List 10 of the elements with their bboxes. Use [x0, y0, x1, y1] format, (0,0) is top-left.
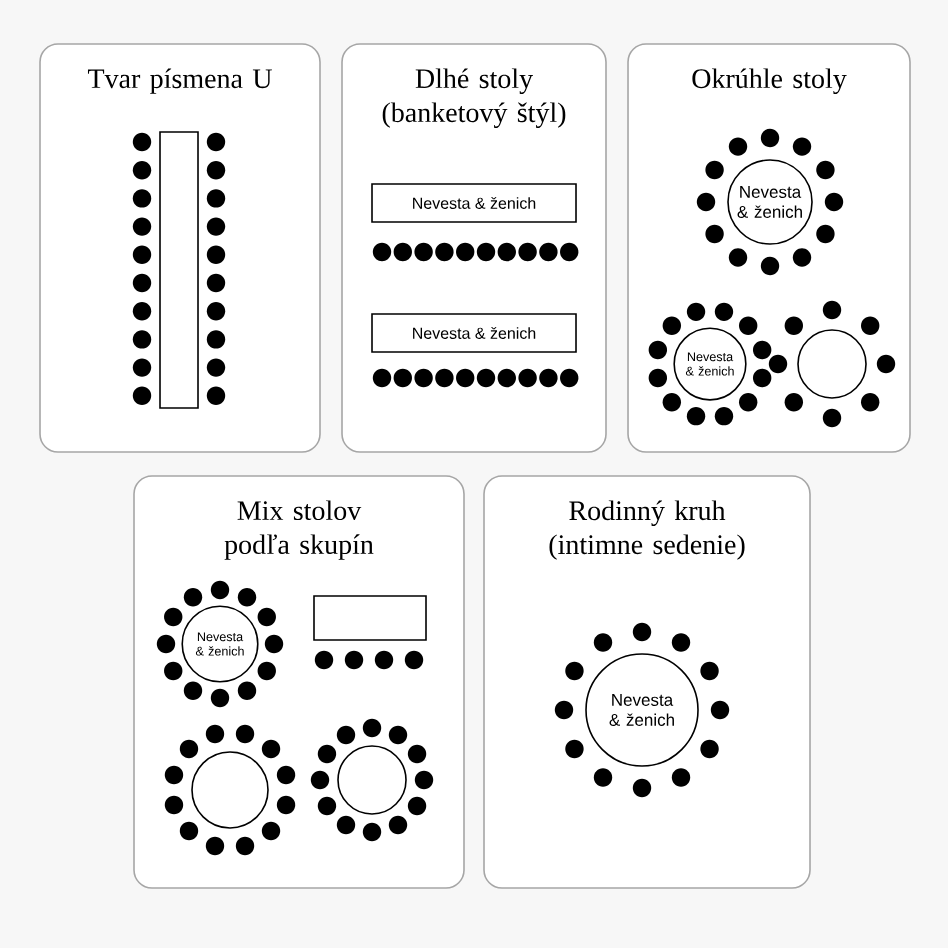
long-table: [797, 329, 867, 399]
long-table: [337, 745, 407, 815]
card: Tvar písmena U: [39, 43, 321, 453]
long-table: [159, 131, 199, 409]
long-table: Nevesta & ženich: [727, 159, 813, 245]
long-table: [313, 595, 427, 641]
long-table: Nevesta & ženich: [371, 183, 577, 223]
long-table: [191, 751, 269, 829]
long-table: Nevesta & ženich: [371, 313, 577, 353]
long-table: Nevesta & ženich: [585, 653, 699, 767]
